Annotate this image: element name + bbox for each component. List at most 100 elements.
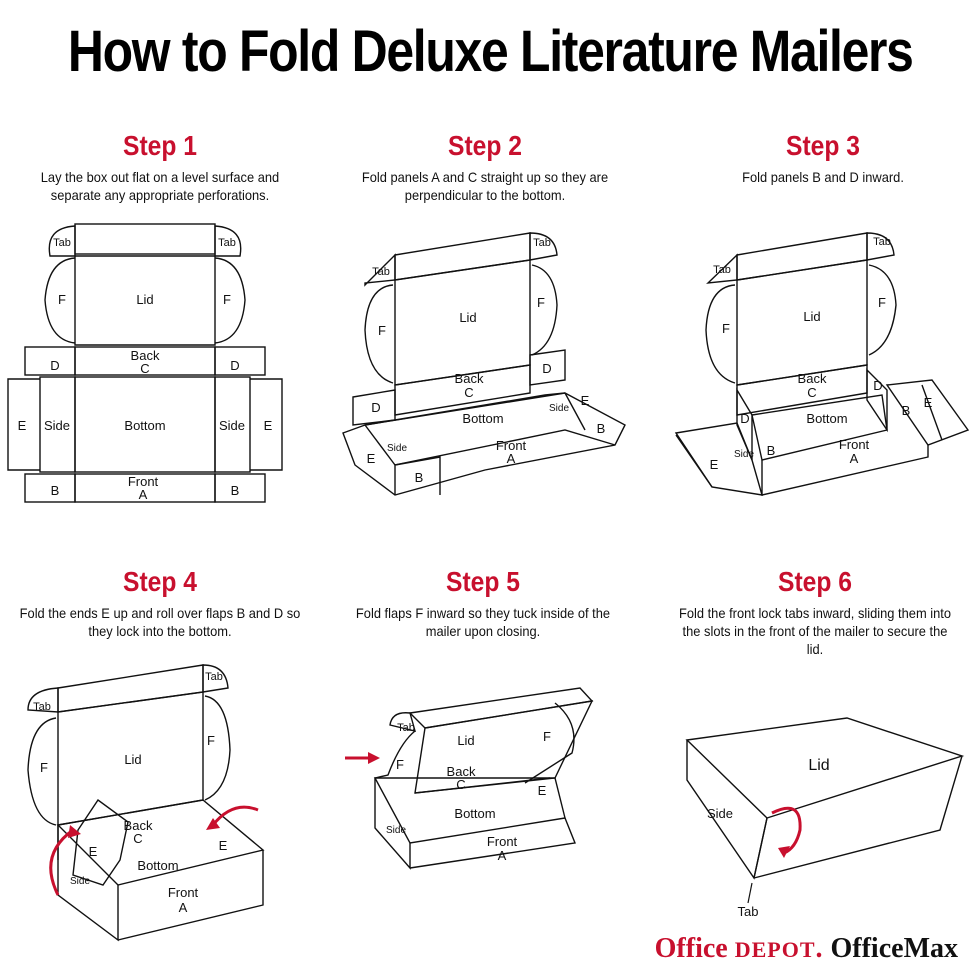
lid-label: Lid bbox=[808, 757, 829, 774]
side-label: Side bbox=[386, 825, 406, 836]
e-label: E bbox=[219, 838, 228, 853]
tab-label: Tab bbox=[218, 237, 236, 249]
a-label: A bbox=[179, 900, 188, 915]
side-label: Side bbox=[707, 806, 733, 821]
lid-label: Lid bbox=[803, 309, 820, 324]
a-label: A bbox=[498, 848, 507, 863]
b-label: B bbox=[415, 470, 424, 485]
a-label: A bbox=[507, 451, 516, 466]
e-label: E bbox=[538, 783, 547, 798]
brand-logo: Office DEPOT. OfficeMax bbox=[655, 933, 958, 965]
lid-label: Lid bbox=[457, 733, 474, 748]
step-3: Step 3 Fold panels B and D inward. bbox=[663, 130, 970, 186]
bottom-label: Bottom bbox=[124, 418, 165, 433]
step-instructions: Fold panels A and C straight up so they … bbox=[361, 169, 609, 203]
side-label: Side bbox=[70, 876, 90, 887]
tab-label: Tab bbox=[533, 237, 551, 249]
step-1: Step 1 Lay the box out flat on a level s… bbox=[0, 130, 320, 204]
bottom-label: Bottom bbox=[137, 858, 178, 873]
tab-label: Tab bbox=[33, 701, 51, 713]
d-label: D bbox=[873, 378, 882, 393]
d-label: D bbox=[740, 411, 749, 426]
step-heading: Step 2 bbox=[448, 130, 522, 161]
e-label: E bbox=[18, 418, 27, 433]
step-instructions: Fold the front lock tabs inward, sliding… bbox=[678, 605, 952, 657]
b-label: B bbox=[767, 443, 776, 458]
back-label: Back bbox=[124, 818, 153, 833]
step-4-diagram: Tab Tab Lid F F Back C Bottom E E Side F… bbox=[27, 664, 265, 942]
e-label: E bbox=[581, 393, 590, 408]
side-label: Side bbox=[219, 418, 245, 433]
front-label: Front bbox=[128, 474, 159, 489]
d-label: D bbox=[371, 400, 380, 415]
back-label: Back bbox=[455, 371, 484, 386]
e-label: E bbox=[710, 457, 719, 472]
step-5: Step 5 Fold flaps F inward so they tuck … bbox=[323, 566, 643, 640]
side-label: Side bbox=[549, 403, 569, 414]
e-label: E bbox=[264, 418, 273, 433]
step-6-diagram: Lid Side Tab bbox=[685, 717, 965, 919]
f-label: F bbox=[878, 295, 886, 310]
b-label: B bbox=[51, 483, 60, 498]
a-label: A bbox=[139, 487, 148, 502]
d-label: D bbox=[50, 358, 59, 373]
tab-label: Tab bbox=[873, 236, 891, 248]
bottom-label: Bottom bbox=[462, 411, 503, 426]
f-label: F bbox=[543, 729, 551, 744]
a-label: A bbox=[850, 451, 859, 466]
step-heading: Step 3 bbox=[786, 130, 860, 161]
tab-label: Tab bbox=[738, 904, 759, 919]
step-instructions: Lay the box out flat on a level surface … bbox=[40, 169, 280, 203]
tab-label: Tab bbox=[713, 264, 731, 276]
tab-label: Tab bbox=[372, 266, 390, 278]
step-instructions: Fold the ends E up and roll over flaps B… bbox=[19, 605, 301, 639]
bottom-label: Bottom bbox=[454, 806, 495, 821]
b-label: B bbox=[597, 421, 606, 436]
bottom-label: Bottom bbox=[806, 411, 847, 426]
b-label: B bbox=[902, 403, 911, 418]
f-label: F bbox=[378, 323, 386, 338]
back-label: Back bbox=[131, 348, 160, 363]
f-label: F bbox=[207, 733, 215, 748]
front-label: Front bbox=[839, 437, 870, 452]
step-heading: Step 4 bbox=[123, 566, 197, 597]
step-5-diagram: Tab Lid F F Back C Bottom E Side Front A bbox=[345, 687, 594, 870]
step-6: Step 6 Fold the front lock tabs inward, … bbox=[660, 566, 970, 658]
d-label: D bbox=[230, 358, 239, 373]
f-label: F bbox=[537, 295, 545, 310]
step-4: Step 4 Fold the ends E up and roll over … bbox=[0, 566, 320, 640]
c-label: C bbox=[464, 385, 473, 400]
side-label: Side bbox=[734, 449, 754, 460]
f-label: F bbox=[722, 321, 730, 336]
office-depot-logo: Office DEPOT. bbox=[654, 933, 823, 964]
e-label: E bbox=[89, 844, 98, 859]
tab-label: Tab bbox=[205, 671, 223, 683]
lid-label: Lid bbox=[459, 310, 476, 325]
f-label: F bbox=[396, 757, 404, 772]
step-2-diagram: Tab Tab Lid F F Back C D D Bottom Side S… bbox=[342, 232, 626, 496]
step-instructions: Fold flaps F inward so they tuck inside … bbox=[355, 605, 611, 639]
step-instructions: Fold panels B and D inward. bbox=[742, 169, 904, 185]
tab-label: Tab bbox=[397, 722, 415, 734]
e-label: E bbox=[924, 395, 933, 410]
f-label: F bbox=[58, 292, 66, 307]
front-label: Front bbox=[168, 885, 199, 900]
back-label: Back bbox=[798, 371, 827, 386]
step-2: Step 2 Fold panels A and C straight up s… bbox=[325, 130, 645, 204]
tab-label: Tab bbox=[53, 237, 71, 249]
step-heading: Step 1 bbox=[123, 130, 197, 161]
page-title: How to Fold Deluxe Literature Mailers bbox=[67, 19, 914, 84]
d-label: D bbox=[542, 361, 551, 376]
front-label: Front bbox=[487, 834, 518, 849]
lid-label: Lid bbox=[124, 752, 141, 767]
step-1-diagram: Tab Tab Lid F F D Back C D E Side Bottom… bbox=[7, 223, 283, 503]
officemax-logo: OfficeMax bbox=[830, 933, 959, 964]
lid-label: Lid bbox=[136, 292, 153, 307]
step-heading: Step 6 bbox=[778, 566, 852, 597]
f-label: F bbox=[223, 292, 231, 307]
side-label: Side bbox=[44, 418, 70, 433]
back-label: Back bbox=[447, 764, 476, 779]
c-label: C bbox=[133, 831, 142, 846]
b-label: B bbox=[231, 483, 240, 498]
step-3-diagram: Tab Tab Lid F F Back C D D Bottom Side E… bbox=[674, 232, 970, 496]
